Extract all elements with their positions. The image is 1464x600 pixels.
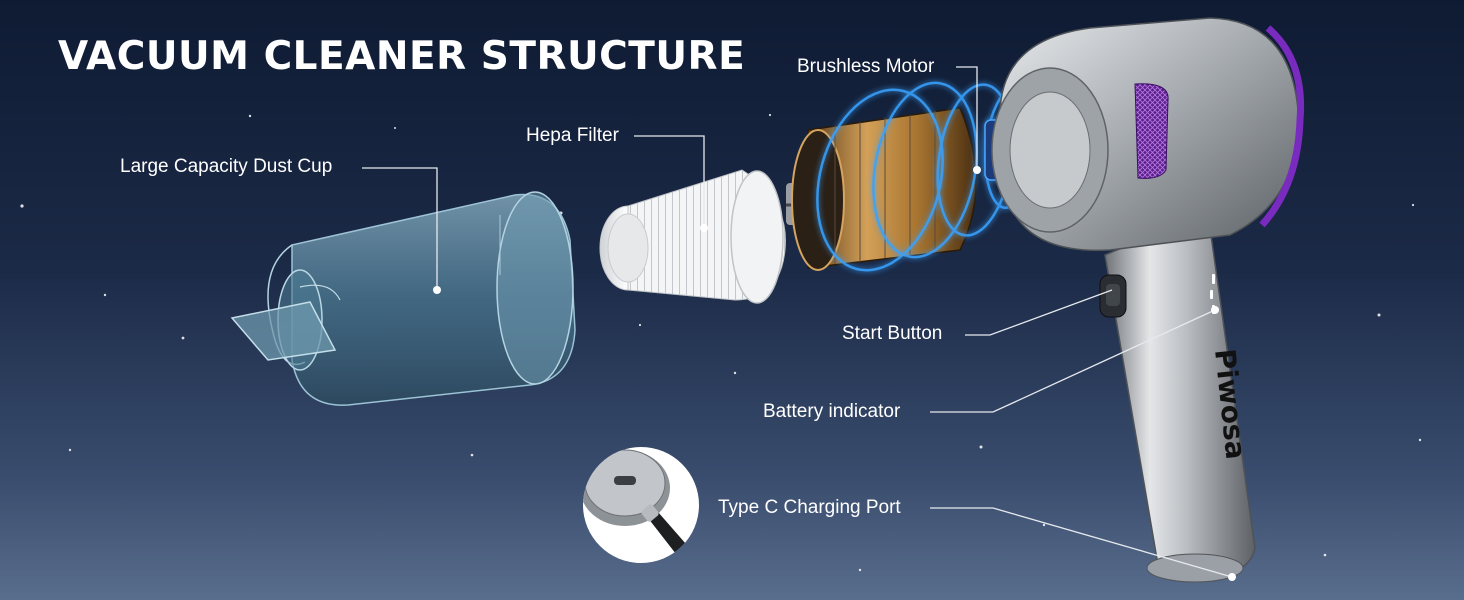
type-c-inset-illustration (583, 447, 699, 563)
callout-leaders (362, 66, 1236, 581)
callout-type-c-port: Type C Charging Port (718, 497, 901, 518)
callout-dust-cup: Large Capacity Dust Cup (120, 156, 333, 177)
callout-brushless-motor: Brushless Motor (797, 56, 935, 77)
callout-hepa-filter: Hepa Filter (526, 125, 619, 146)
dust-cup-illustration (230, 191, 576, 406)
callout-start-button: Start Button (842, 323, 943, 344)
callout-battery-indicator: Battery indicator (763, 401, 901, 422)
diagram-title: VACUUM CLEANER STRUCTURE (58, 34, 746, 79)
hepa-filter-illustration (599, 169, 786, 304)
device-body-illustration: Piwosa (991, 17, 1305, 583)
